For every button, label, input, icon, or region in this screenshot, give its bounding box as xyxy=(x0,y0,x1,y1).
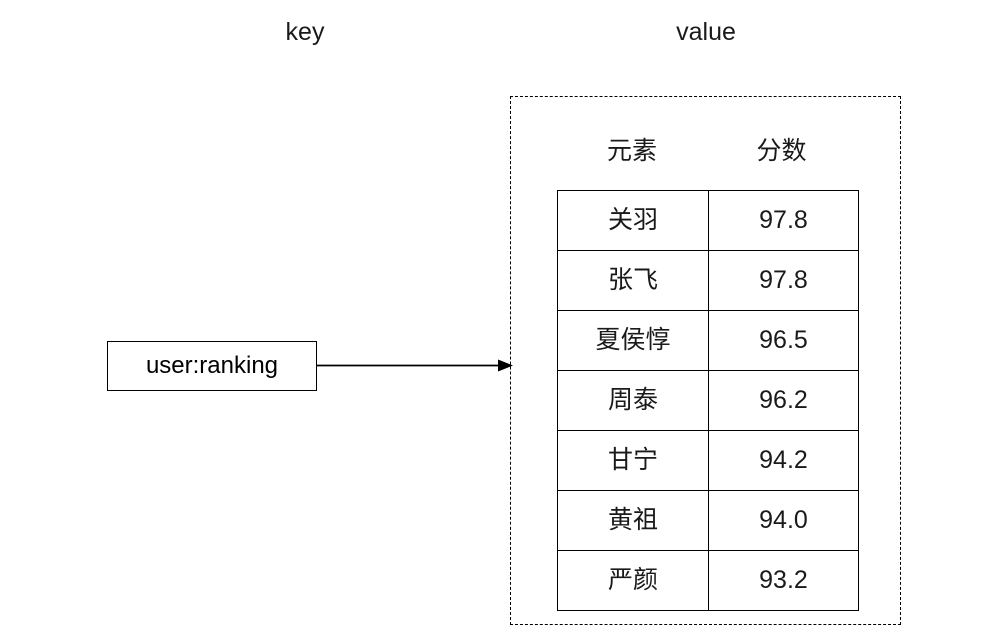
table-row: 张飞 97.8 xyxy=(557,250,859,311)
value-container xyxy=(510,96,901,625)
value-table: 关羽 97.8 张飞 97.8 夏侯惇 96.5 周泰 96.2 甘宁 94.2… xyxy=(557,190,859,611)
column-header-element: 元素 xyxy=(606,136,657,165)
table-row: 夏侯惇 96.5 xyxy=(557,310,859,371)
cell-element: 夏侯惇 xyxy=(557,310,709,371)
value-table-header: 元素 分数 xyxy=(557,128,856,174)
cell-score: 94.2 xyxy=(708,430,859,491)
table-row: 周泰 96.2 xyxy=(557,370,859,431)
cell-element: 甘宁 xyxy=(557,430,709,491)
table-row: 关羽 97.8 xyxy=(557,190,859,251)
cell-element: 黄祖 xyxy=(557,490,709,551)
cell-element: 张飞 xyxy=(557,250,709,311)
key-to-value-arrow xyxy=(317,359,513,372)
cell-score: 94.0 xyxy=(708,490,859,551)
cell-score: 93.2 xyxy=(708,550,859,611)
cell-score: 97.8 xyxy=(708,250,859,311)
value-table-body: 关羽 97.8 张飞 97.8 夏侯惇 96.5 周泰 96.2 甘宁 94.2… xyxy=(557,190,859,611)
table-row: 黄祖 94.0 xyxy=(557,490,859,551)
table-row: 严颜 93.2 xyxy=(557,550,859,611)
cell-element: 严颜 xyxy=(557,550,709,611)
key-box-label: user:ranking xyxy=(145,352,279,379)
column-header-score: 分数 xyxy=(756,136,807,165)
cell-score: 97.8 xyxy=(708,190,859,251)
cell-element: 周泰 xyxy=(557,370,709,431)
table-row: 甘宁 94.2 xyxy=(557,430,859,491)
caption-value: value xyxy=(676,18,736,46)
cell-score: 96.2 xyxy=(708,370,859,431)
cell-element: 关羽 xyxy=(557,190,709,251)
key-box: user:ranking xyxy=(107,341,317,391)
cell-score: 96.5 xyxy=(708,310,859,371)
caption-key: key xyxy=(285,18,325,46)
